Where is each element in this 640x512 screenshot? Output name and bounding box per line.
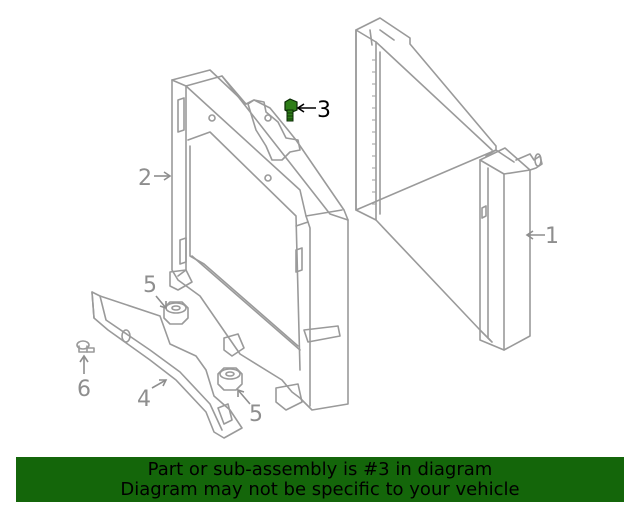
grommet-part-5-upper[interactable] [163,301,189,325]
fan-shroud-part-2[interactable] [169,69,349,411]
radiator-part-1[interactable] [355,17,543,351]
banner-line-2: Diagram may not be specific to your vehi… [120,478,520,500]
callout-2: 2 [138,166,172,191]
callout-1-label: 1 [545,224,559,249]
callout-3-label: 3 [317,98,331,123]
grommet-part-5-lower[interactable] [217,367,243,391]
info-banner: Part or sub-assembly is #3 in diagram Di… [16,457,624,502]
bolt-part-3[interactable] [284,98,298,122]
callout-6: 6 [77,354,91,402]
callout-1: 1 [525,224,559,249]
parts-diagram: 1 2 3 4 5 5 6 [76,17,559,439]
callout-4: 4 [137,379,168,412]
callout-4-label: 4 [137,387,151,412]
callout-5-lower-label: 5 [249,402,263,427]
callout-6-label: 6 [77,377,91,402]
callout-5-upper: 5 [143,273,167,310]
callout-3: 3 [296,98,331,123]
callout-2-label: 2 [138,166,152,191]
screw-part-6[interactable] [76,340,95,353]
callout-5-lower: 5 [237,388,263,427]
deflector-part-4[interactable] [91,291,243,439]
banner-line-1: Part or sub-assembly is #3 in diagram [147,458,493,480]
callout-5-upper-label: 5 [143,273,157,298]
